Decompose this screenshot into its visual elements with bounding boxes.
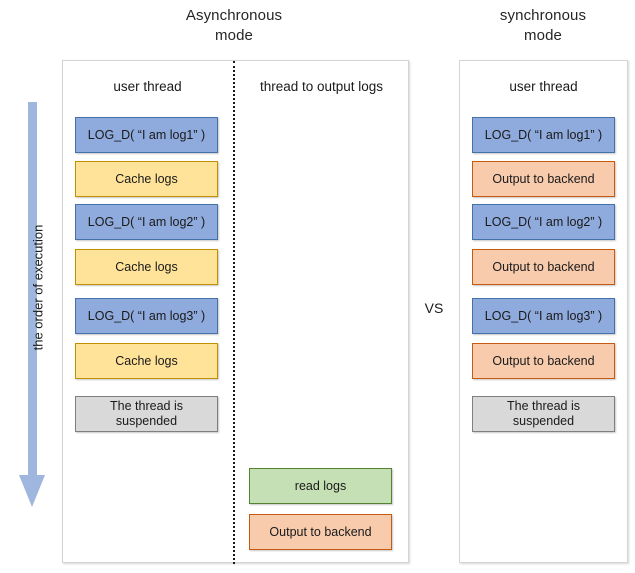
async-user-step-4-label: Cache logs [115,259,178,274]
sync-mode-title-line2: mode [524,27,562,44]
sync-user-step-1-label: LOG_D( “I am log1” ) [484,127,603,142]
sync-user-step-5-label: LOG_D( “I am log3” ) [484,308,603,323]
async-output-step-2-label: Output to backend [269,524,372,539]
sync-mode-title-line1: synchronous [499,7,587,24]
order-of-execution-axis: the order of execution [6,102,52,514]
sync-user-step-7-label: The thread is suspended [507,399,580,428]
sync-user-step-6-label: Output to backend [492,353,595,368]
sync-user-step-1: LOG_D( “I am log1” ) [472,117,615,153]
sync-user-step-7: The thread is suspended [472,396,615,432]
async-user-step-2-label: Cache logs [115,171,178,186]
async-mode-title-line2: mode [215,27,253,44]
versus-label: VS [424,300,444,316]
sync-user-step-2: Output to backend [472,161,615,197]
order-of-execution-label: the order of execution [30,224,46,351]
async-user-step-6: Cache logs [75,343,218,379]
async-user-step-2: Cache logs [75,161,218,197]
sync-mode-title: synchronous mode [461,6,625,46]
async-user-step-7: The thread is suspended [75,396,218,432]
async-user-step-3-label: LOG_D( “I am log2” ) [87,214,206,229]
async-mode-title-line1: Asynchronous [185,7,283,24]
sync-user-step-5: LOG_D( “I am log3” ) [472,298,615,334]
async-output-step-1: read logs [249,468,392,504]
async-user-step-5-label: LOG_D( “I am log3” ) [87,308,206,323]
down-arrow-shaft [28,102,37,477]
lane-header-user-thread-async: user thread [113,79,182,94]
async-user-step-1: LOG_D( “I am log1” ) [75,117,218,153]
lane-header-output-log-thread: thread to output logs [259,79,384,94]
sync-user-step-6: Output to backend [472,343,615,379]
async-user-step-1-label: LOG_D( “I am log1” ) [87,127,206,142]
lane-header-user-thread-sync: user thread [509,79,578,94]
async-mode-title: Asynchronous mode [152,6,316,46]
async-output-step-1-label: read logs [294,478,347,493]
async-user-step-5: LOG_D( “I am log3” ) [75,298,218,334]
async-user-step-4: Cache logs [75,249,218,285]
sync-user-step-3-label: LOG_D( “I am log2” ) [484,214,603,229]
sync-user-step-3: LOG_D( “I am log2” ) [472,204,615,240]
down-arrow-icon [19,475,45,507]
async-user-step-3: LOG_D( “I am log2” ) [75,204,218,240]
async-output-step-2: Output to backend [249,514,392,550]
async-user-step-7-label: The thread is suspended [110,399,183,428]
sync-user-step-2-label: Output to backend [492,171,595,186]
lane-divider [233,61,235,564]
sync-user-step-4-label: Output to backend [492,259,595,274]
async-user-step-6-label: Cache logs [115,353,178,368]
sync-user-step-4: Output to backend [472,249,615,285]
